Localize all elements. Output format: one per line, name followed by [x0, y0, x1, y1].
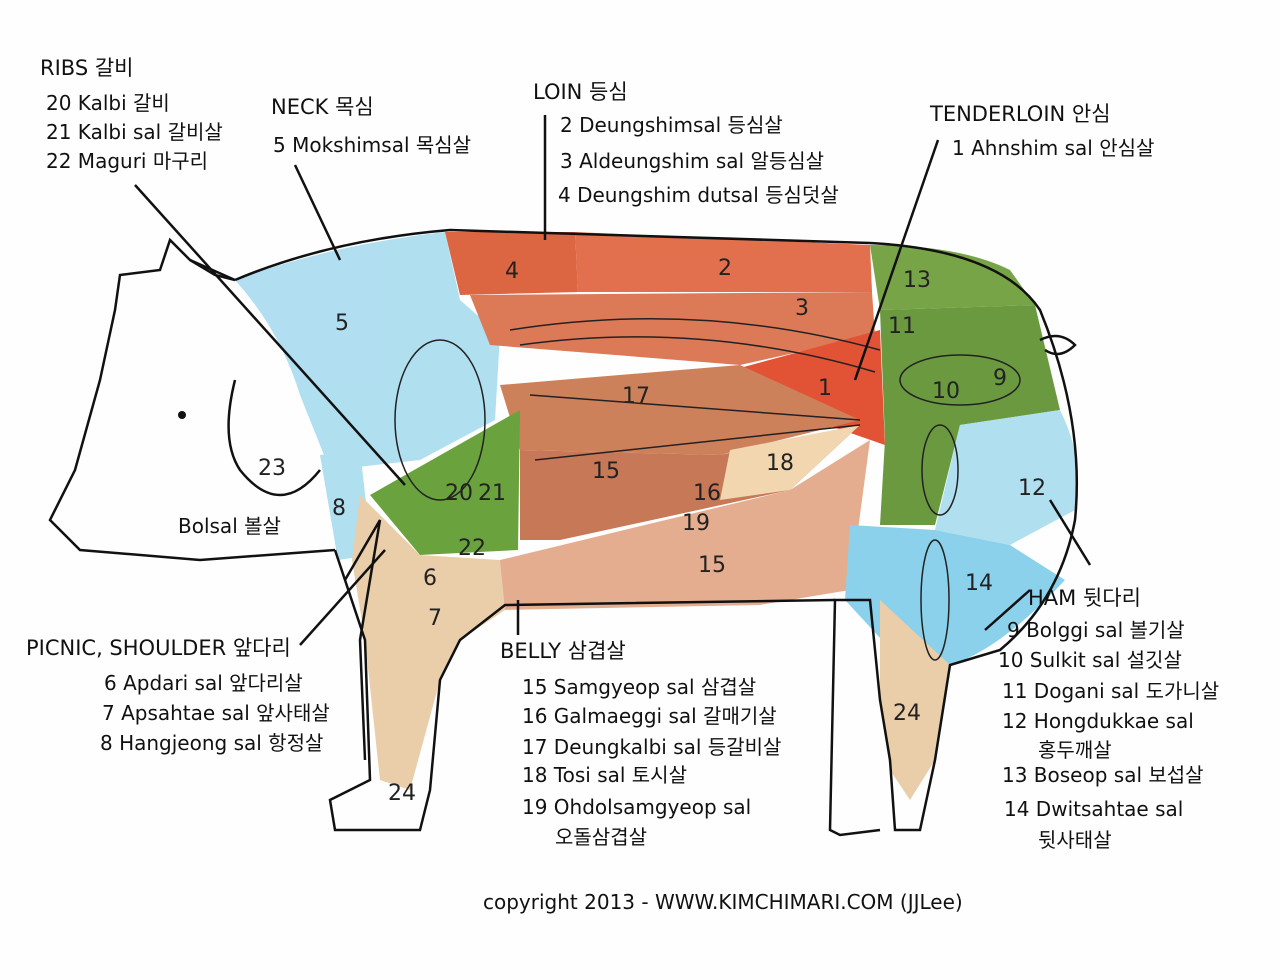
ribs-heading: RIBS 갈비: [40, 56, 134, 80]
picnic-item-7: 7 Apsahtae sal 앞사태살: [102, 701, 330, 725]
region-belly-15-lower: [500, 440, 870, 610]
belly-item-16: 16 Galmaeggi sal 갈매기살: [522, 704, 777, 728]
head-bolsal-label: Bolsal 볼살: [178, 514, 281, 538]
region-number-19: 19: [682, 511, 710, 536]
tenderloin-item-1: 1 Ahnshim sal 안심살: [952, 136, 1155, 160]
region-ham-12: [935, 410, 1078, 545]
loin-heading: LOIN 등심: [533, 80, 628, 104]
region-loin-4: [445, 232, 578, 295]
ham-item-12-korean: 홍두깨살: [1038, 738, 1112, 762]
pig-eye: [178, 411, 186, 419]
ham-item-14-korean: 뒷사태살: [1038, 828, 1112, 852]
belly-item-18: 18 Tosi sal 토시살: [522, 763, 687, 787]
ham-item-11: 11 Dogani sal 도가니살: [1002, 679, 1220, 703]
ham-item-13: 13 Boseop sal 보섭살: [1002, 763, 1204, 787]
region-numbers: 1 2 3 4 5 6 7 8 9 10 11 12 13 14 15 15 1…: [258, 256, 1046, 806]
region-hind-leg: [880, 600, 950, 800]
region-number-13: 13: [903, 268, 931, 293]
region-number-11: 11: [888, 314, 916, 339]
region-number-2: 2: [718, 256, 732, 281]
region-number-5: 5: [335, 311, 349, 336]
copyright-notice: copyright 2013 - WWW.KIMCHIMARI.COM (JJL…: [483, 890, 963, 914]
region-belly-17: [500, 365, 860, 455]
region-number-15: 15: [592, 459, 620, 484]
region-number-12: 12: [1018, 476, 1046, 501]
region-loin-3: [470, 292, 875, 365]
loin-item-2: 2 Deungshimsal 등심살: [560, 113, 783, 137]
region-number-20: 20: [445, 481, 473, 506]
region-number-21: 21: [478, 481, 506, 506]
region-number-18: 18: [766, 451, 794, 476]
picnic-item-6: 6 Apdari sal 앞다리살: [104, 671, 303, 695]
tenderloin-heading: TENDERLOIN 안심: [930, 102, 1111, 126]
region-shoulder: [352, 495, 505, 790]
ham-item-10: 10 Sulkit sal 설깃살: [998, 648, 1182, 672]
region-number-14: 14: [965, 571, 993, 596]
ham-item-12: 12 Hongdukkae sal: [1002, 709, 1194, 733]
picnic-heading: PICNIC, SHOULDER 앞다리: [26, 636, 291, 660]
region-number-16: 16: [693, 481, 721, 506]
belly-item-17: 17 Deungkalbi sal 등갈비살: [522, 735, 782, 759]
picnic-item-8: 8 Hangjeong sal 항정살: [100, 731, 324, 755]
bone-sketch: [394, 318, 1021, 661]
region-number-22: 22: [458, 536, 486, 561]
region-loin-2: [575, 232, 872, 292]
ribs-item-20: 20 Kalbi 갈비: [46, 91, 170, 115]
ham-item-14: 14 Dwitsahtae sal: [1004, 797, 1184, 821]
region-number-1: 1: [818, 376, 832, 401]
region-number-6: 6: [423, 566, 437, 591]
leader-lines: [134, 115, 1092, 646]
region-number-15-lower: 15: [698, 553, 726, 578]
ham-heading: HAM 뒷다리: [1028, 586, 1141, 610]
belly-item-15: 15 Samgyeop sal 삼겹살: [522, 675, 757, 699]
region-number-8: 8: [332, 496, 346, 521]
belly-item-19: 19 Ohdolsamgyeop sal: [522, 795, 752, 819]
belly-item-19-korean: 오돌삼겹살: [555, 825, 647, 849]
loin-item-3: 3 Aldeungshim sal 알등심살: [560, 149, 825, 173]
region-number-10: 10: [932, 379, 960, 404]
region-number-24-hind: 24: [893, 701, 921, 726]
neck-heading: NECK 목심: [271, 95, 374, 119]
region-number-24-front: 24: [388, 781, 416, 806]
region-number-3: 3: [795, 296, 809, 321]
ribs-item-21: 21 Kalbi sal 갈비살: [46, 120, 223, 144]
region-neck: [235, 232, 500, 470]
pig-outline: [48, 228, 1079, 837]
region-number-23: 23: [258, 456, 286, 481]
cut-regions: [235, 232, 1078, 800]
region-number-9: 9: [993, 366, 1007, 391]
region-tosi-18: [720, 425, 860, 500]
neck-item-5: 5 Mokshimsal 목심살: [273, 133, 472, 157]
ham-item-9: 9 Bolggi sal 볼기살: [1007, 618, 1185, 642]
belly-heading: BELLY 삼겹살: [500, 639, 626, 663]
region-number-7: 7: [428, 606, 442, 631]
ribs-item-22: 22 Maguri 마구리: [46, 149, 209, 173]
region-number-17: 17: [622, 384, 650, 409]
loin-item-4: 4 Deungshim dutsal 등심덧살: [558, 183, 839, 207]
region-number-4: 4: [505, 259, 519, 284]
region-ham-13: [870, 245, 1035, 310]
